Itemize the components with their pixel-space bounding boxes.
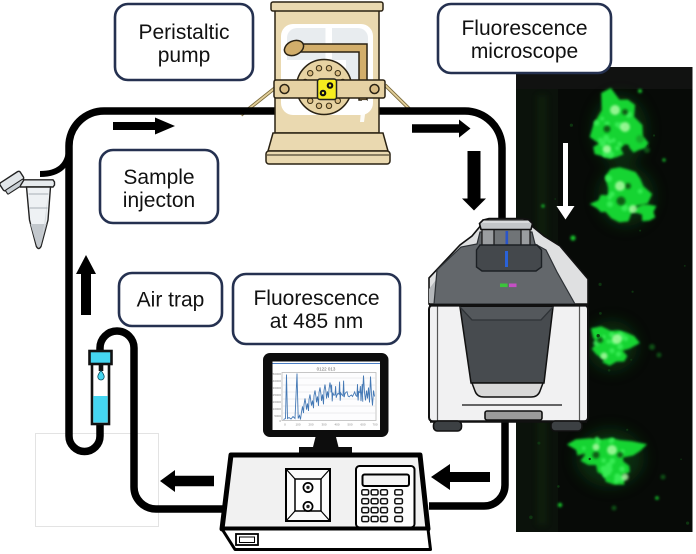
svg-text:100: 100 <box>295 423 300 427</box>
svg-text:Peristaltic: Peristaltic <box>138 21 229 44</box>
svg-text:600: 600 <box>360 423 365 427</box>
svg-text:Sample: Sample <box>123 166 194 189</box>
svg-text:30000: 30000 <box>273 386 282 390</box>
svg-text:Air trap: Air trap <box>137 289 205 312</box>
svg-text:25000: 25000 <box>273 393 282 397</box>
svg-text:pump: pump <box>158 44 211 67</box>
svg-text:Fluorescence: Fluorescence <box>253 287 379 310</box>
svg-text:microscope: microscope <box>471 40 578 63</box>
svg-text:50000: 50000 <box>273 372 282 376</box>
svg-text:700: 700 <box>372 423 377 427</box>
svg-text:10000: 10000 <box>273 407 282 411</box>
svg-text:0: 0 <box>284 423 286 427</box>
svg-text:5000: 5000 <box>274 414 281 418</box>
svg-text:400: 400 <box>334 423 339 427</box>
svg-text:0: 0 <box>279 419 281 423</box>
svg-text:500: 500 <box>347 423 352 427</box>
svg-text:300: 300 <box>321 423 326 427</box>
svg-text:injecton: injecton <box>123 189 195 212</box>
svg-text:40000: 40000 <box>273 379 282 383</box>
svg-text:at 485 nm: at 485 nm <box>270 310 363 333</box>
svg-text:200: 200 <box>308 423 313 427</box>
svg-text:0122 013: 0122 013 <box>317 367 336 372</box>
svg-text:20000: 20000 <box>273 400 282 404</box>
svg-text:Fluorescence: Fluorescence <box>461 17 587 40</box>
